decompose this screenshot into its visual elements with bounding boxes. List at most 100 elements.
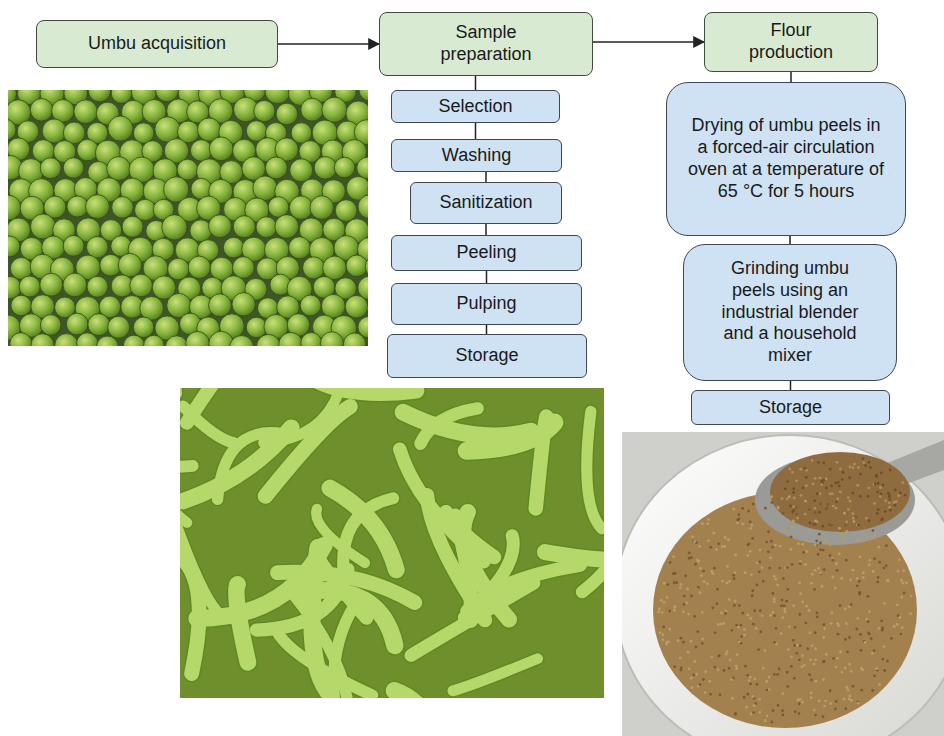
- flour-grain: [796, 517, 799, 520]
- flour-grain: [899, 491, 902, 494]
- flour-grain: [857, 466, 860, 469]
- flour-grain: [860, 649, 863, 652]
- flour-grain: [798, 702, 801, 705]
- umbu-fruit: [88, 314, 110, 336]
- flour-grain: [687, 651, 690, 654]
- flour-grain: [788, 625, 791, 628]
- flour-grain: [851, 512, 854, 515]
- box-label: Selection: [438, 96, 512, 118]
- flour-grain: [837, 481, 840, 484]
- flour-grain: [818, 533, 821, 536]
- connector-line: [485, 172, 487, 182]
- flour-grain: [691, 535, 694, 538]
- flour-grain: [878, 627, 881, 630]
- umbu-fruit: [40, 315, 61, 336]
- umbu-fruit: [345, 295, 368, 318]
- flour-grain: [900, 579, 903, 582]
- flour-grain: [816, 492, 819, 495]
- flour-grain: [766, 714, 769, 717]
- peel-strip: [403, 412, 531, 436]
- flour-grain: [887, 492, 890, 495]
- flour-grain: [822, 660, 825, 663]
- flour-grain: [846, 650, 849, 653]
- flour-grain: [778, 667, 781, 670]
- flour-grain: [862, 571, 865, 574]
- flour-grain: [752, 503, 755, 506]
- flour-grain: [730, 678, 733, 681]
- flour-grain: [680, 667, 683, 670]
- flour-grain: [856, 584, 859, 587]
- flour-grain: [791, 511, 794, 514]
- flour-grain: [765, 680, 768, 683]
- flour-grain: [821, 483, 824, 486]
- flour-grain: [901, 581, 904, 584]
- box-label: Storage: [759, 397, 822, 419]
- flour-grain: [819, 572, 822, 575]
- flour-grain: [662, 626, 665, 629]
- umbu-fruit: [8, 195, 21, 220]
- flour-grain: [888, 502, 891, 505]
- flour-grain: [694, 646, 697, 649]
- flour-grain: [790, 536, 793, 539]
- flour-grain: [710, 656, 713, 659]
- flour-grain: [688, 557, 691, 560]
- flour-grain: [818, 511, 821, 514]
- flour-grain: [810, 692, 813, 695]
- flour-on-spoon: [770, 452, 910, 532]
- umbu-fruit: [40, 158, 61, 179]
- flour-grain: [822, 549, 825, 552]
- flour-grain: [791, 471, 794, 474]
- flour-grain: [881, 629, 884, 632]
- flour-grain: [795, 652, 798, 655]
- umbu-fruit: [168, 258, 190, 280]
- umbu-fruit: [130, 274, 153, 297]
- flour-grain: [871, 689, 874, 692]
- connector-line: [486, 271, 488, 283]
- flour-grain: [829, 492, 832, 495]
- flour-grain: [805, 605, 808, 608]
- flour-grain: [802, 487, 805, 490]
- umbu-fruit: [77, 333, 98, 346]
- flour-grain: [843, 512, 846, 515]
- peel-strip: [281, 388, 417, 393]
- flour-grain: [751, 589, 754, 592]
- flour-grain: [721, 545, 724, 548]
- flour-grain: [836, 498, 839, 501]
- flour-grain: [805, 621, 808, 624]
- flour-grain: [873, 674, 876, 677]
- flour-grain: [735, 667, 738, 670]
- flour-grain: [781, 709, 784, 712]
- bowl: [622, 435, 944, 736]
- flour-grain: [883, 669, 886, 672]
- flour-grain: [866, 495, 869, 498]
- flour-grain: [894, 489, 897, 492]
- flour-grain: [847, 508, 850, 511]
- umbu-fruit: [177, 159, 198, 180]
- flour-grain: [790, 665, 793, 668]
- flour-grain: [743, 628, 746, 631]
- flour-grain: [737, 626, 740, 629]
- flour-grain: [740, 635, 743, 638]
- umbu-fruit: [275, 215, 299, 239]
- umbu-fruit: [74, 100, 98, 124]
- flour-grain: [830, 485, 833, 488]
- flour-grain: [848, 605, 851, 608]
- flour-grain: [793, 644, 796, 647]
- flour-grain: [764, 719, 767, 722]
- flour-grain: [709, 546, 712, 549]
- flour-grain: [788, 495, 791, 498]
- umbu-fruit: [253, 176, 277, 200]
- flour-grain: [798, 658, 801, 661]
- flour-grain: [691, 686, 694, 689]
- connector-line: [789, 236, 791, 244]
- flour-grain: [753, 704, 756, 707]
- flour-grain: [845, 622, 848, 625]
- flour-grain: [856, 539, 859, 542]
- flour-grain: [696, 630, 699, 633]
- flour-grain: [814, 569, 817, 572]
- flour-grain: [857, 702, 860, 705]
- flour-grain: [688, 667, 691, 670]
- flour-grain: [786, 588, 789, 591]
- flour-grain: [804, 563, 807, 566]
- step-box: Grinding umbu peels using an industrial …: [683, 244, 897, 381]
